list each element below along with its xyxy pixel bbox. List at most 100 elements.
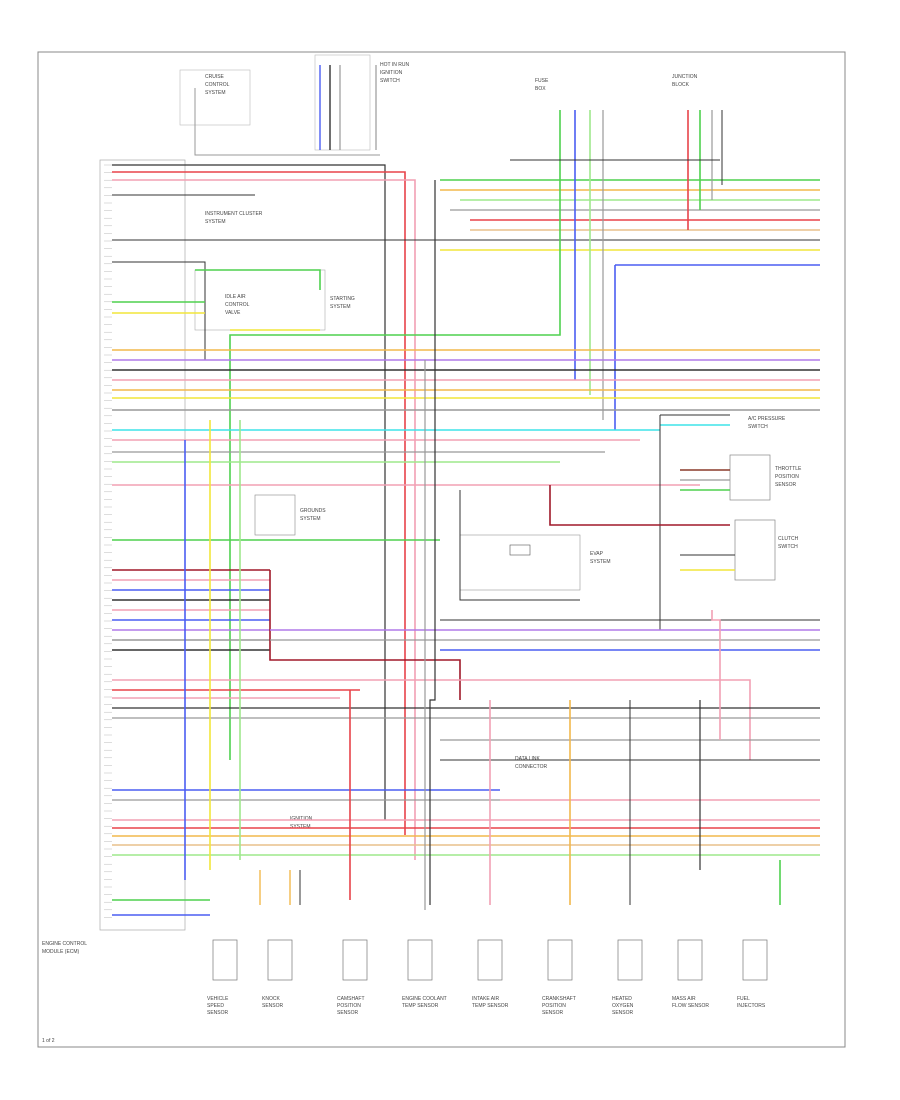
component-label: OXYGEN	[612, 1003, 634, 1009]
top-mid-label-1: HOT IN RUN	[380, 62, 409, 68]
svg-text:SYSTEM: SYSTEM	[330, 304, 351, 310]
diagram-frame	[37, 51, 846, 1048]
wire-vert-black	[429, 180, 436, 905]
component-label: SENSOR	[207, 1010, 229, 1016]
page-label: 1 of 2	[42, 1038, 55, 1044]
svg-text:ENGINE CONTROL: ENGINE CONTROL	[42, 941, 87, 947]
component-body	[617, 939, 643, 981]
component-body	[407, 939, 433, 981]
idle-air-valve: IDLE AIR CONTROL VALVE	[194, 269, 326, 331]
component-body	[677, 939, 703, 981]
svg-text:SYSTEM: SYSTEM	[290, 824, 311, 830]
evap-system: EVAP SYSTEM	[459, 534, 611, 591]
component-label: SPEED	[207, 1003, 224, 1009]
component-label: FLOW SENSOR	[672, 1003, 709, 1009]
wire-idle-green	[195, 269, 321, 290]
component-body	[547, 939, 573, 981]
data-link-connector: DATA LINK CONNECTOR	[515, 756, 548, 770]
component-label: POSITION	[337, 1003, 361, 1009]
component-label: INTAKE AIR	[472, 996, 500, 1002]
ignition-system: IGNITION SYSTEM	[290, 816, 313, 830]
svg-text:MODULE (ECM): MODULE (ECM)	[42, 949, 80, 955]
wire-ecm-idle	[112, 261, 206, 360]
starting-system: STARTING SYSTEM	[330, 296, 355, 310]
top-right-1-label-1: FUSE	[535, 78, 549, 84]
component-label: CAMSHAFT	[337, 996, 365, 1002]
component-body	[742, 939, 768, 981]
component-label: FUEL	[737, 996, 750, 1002]
clutch-switch: CLUTCH SWITCH	[734, 519, 799, 581]
svg-text:INSTRUMENT CLUSTER: INSTRUMENT CLUSTER	[205, 211, 263, 217]
bottom-components: VEHICLESPEEDSENSORKNOCKSENSORCAMSHAFTPOS…	[207, 939, 768, 1016]
component-label: TEMP SENSOR	[472, 1003, 509, 1009]
svg-text:GROUNDS: GROUNDS	[300, 508, 326, 514]
component-label: CRANKSHAFT	[542, 996, 576, 1002]
top-right-2-label-2: BLOCK	[672, 82, 690, 88]
ac-pressure-switch: A/C PRESSURE SWITCH	[748, 416, 786, 430]
svg-text:SYSTEM: SYSTEM	[590, 559, 611, 565]
svg-text:VALVE: VALVE	[225, 310, 241, 316]
component-label: ENGINE COOLANT	[402, 996, 447, 1002]
ecm-connector-block	[99, 159, 186, 931]
wires-layer	[112, 65, 820, 916]
ecm-pin-rows	[104, 164, 112, 918]
top-left-component: CRUISE CONTROL SYSTEM	[179, 69, 251, 126]
component-label: HEATED	[612, 996, 632, 1002]
component-label: MASS AIR	[672, 996, 696, 1002]
component-body	[477, 939, 503, 981]
svg-text:SYSTEM: SYSTEM	[205, 219, 226, 225]
wire-clutch-darkred	[549, 485, 730, 526]
wire-low-pink	[112, 679, 751, 760]
top-left-label-2: CONTROL	[205, 82, 230, 88]
svg-text:A/C PRESSURE: A/C PRESSURE	[748, 416, 786, 422]
wire-evap-black	[459, 490, 580, 601]
component-body	[342, 939, 368, 981]
component-label: SENSOR	[612, 1010, 634, 1016]
top-mid-switch: HOT IN RUN IGNITION SWITCH	[314, 54, 409, 151]
svg-text:DATA LINK: DATA LINK	[515, 756, 540, 762]
top-mid-label-3: SWITCH	[380, 78, 400, 84]
svg-text:CONNECTOR: CONNECTOR	[515, 764, 548, 770]
wire-drop-green	[229, 110, 561, 760]
component-label: POSITION	[542, 1003, 566, 1009]
top-right-block-2: JUNCTION BLOCK	[672, 74, 698, 88]
top-left-label-3: SYSTEM	[205, 90, 226, 96]
wire-ecm-black	[112, 164, 386, 820]
svg-text:STARTING: STARTING	[330, 296, 355, 302]
component-label: VEHICLE	[207, 996, 229, 1002]
component-label: SENSOR	[262, 1003, 284, 1009]
top-mid-label-2: IGNITION	[380, 70, 403, 76]
top-left-label-1: CRUISE	[205, 74, 225, 80]
top-right-2-label-1: JUNCTION	[672, 74, 698, 80]
grounds-system: GROUNDS SYSTEM	[254, 494, 326, 536]
component-label: INJECTORS	[737, 1003, 766, 1009]
svg-text:IGNITION: IGNITION	[290, 816, 313, 822]
wire-top-gray	[194, 88, 380, 156]
component-body	[212, 939, 238, 981]
wire-vert-pink2	[711, 610, 721, 740]
svg-text:IDLE AIR: IDLE AIR	[225, 294, 246, 300]
top-right-1-label-2: BOX	[535, 86, 546, 92]
svg-text:SENSOR: SENSOR	[775, 482, 797, 488]
svg-text:CONTROL: CONTROL	[225, 302, 250, 308]
svg-text:POSITION: POSITION	[775, 474, 799, 480]
component-label: SENSOR	[542, 1010, 564, 1016]
top-right-block-1: FUSE BOX	[535, 78, 549, 92]
svg-text:SWITCH: SWITCH	[748, 424, 768, 430]
svg-text:SWITCH: SWITCH	[778, 544, 798, 550]
wire-ecm-pink	[112, 179, 416, 860]
wire-ecm-red	[112, 171, 406, 835]
svg-text:EVAP: EVAP	[590, 551, 604, 557]
component-label: KNOCK	[262, 996, 280, 1002]
component-label: SENSOR	[337, 1010, 359, 1016]
